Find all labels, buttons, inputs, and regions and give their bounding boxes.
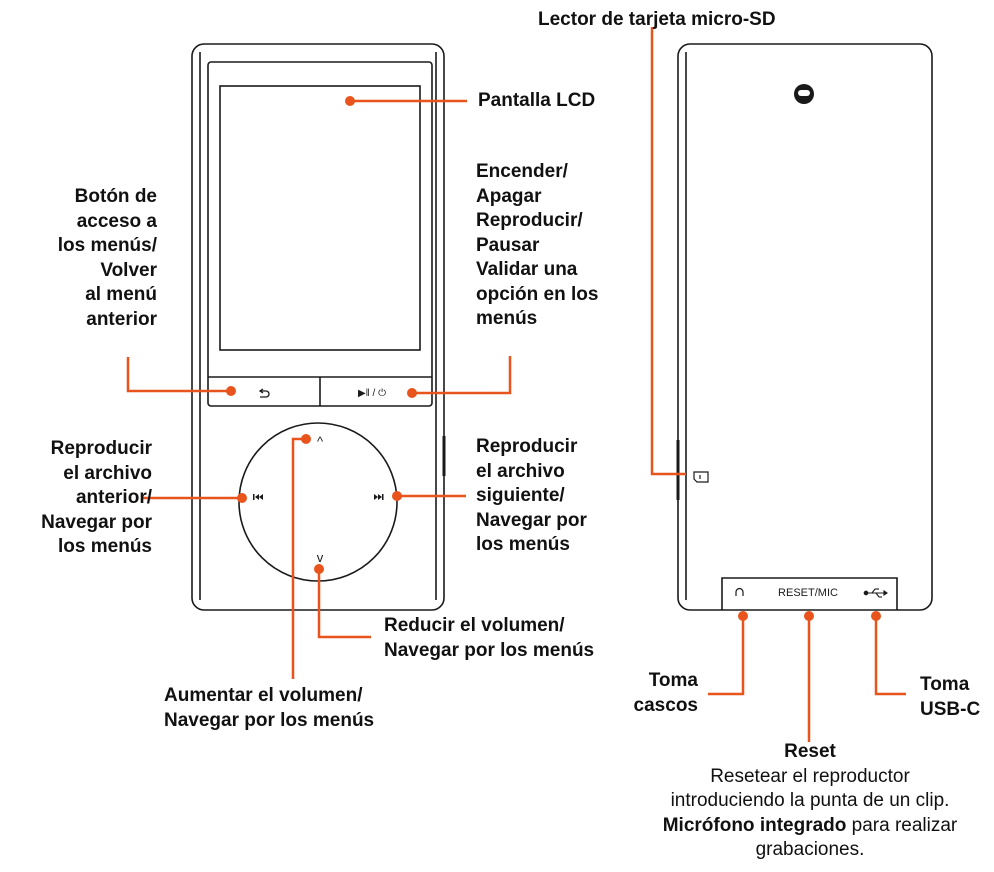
label-line: Toma — [648, 670, 698, 691]
label-line: Volver — [100, 259, 157, 281]
reset-mic-bold: Micrófono integrado — [662, 814, 847, 836]
back-body — [677, 43, 933, 611]
label-line: Botón de — [74, 186, 157, 207]
reset-description: Resetear el reproductor — [710, 765, 910, 787]
label-line: Toma — [920, 674, 970, 695]
label-line: los menús — [476, 534, 570, 555]
callout-dot — [804, 611, 814, 621]
label-line: menús — [476, 308, 538, 329]
label-line: Validar una — [476, 259, 578, 280]
callout-dot — [226, 386, 236, 396]
label-usb: Toma USB-C — [920, 673, 980, 722]
label-line: opción en los — [476, 283, 599, 305]
label-line: USB-C — [920, 698, 981, 720]
callout-dot — [871, 611, 881, 621]
label-line: Apagar — [476, 185, 542, 207]
label-headphones: Toma cascos — [634, 669, 698, 718]
label-line: Navegar por los menús — [164, 709, 375, 731]
callout-vol-down — [317, 569, 371, 639]
front-top-panel — [207, 61, 433, 407]
label-line: Pausar — [476, 234, 540, 256]
usb-icon — [863, 588, 888, 598]
back-device — [676, 43, 933, 611]
label-line: Reproducir — [476, 436, 578, 457]
callout-dots — [226, 96, 881, 621]
label-line: los menús — [58, 536, 152, 557]
reset-description: grabaciones. — [755, 839, 865, 860]
reset-mic-text: RESET/MIC — [778, 587, 838, 599]
label-reset: Reset Resetear el reproductor introducie… — [610, 740, 994, 863]
callout-power — [412, 356, 512, 395]
label-line: anterior — [86, 308, 157, 330]
reset-mic-line: Micrófono integrado para realizar — [610, 814, 994, 839]
next-track-icon — [374, 494, 384, 500]
port-panel — [721, 577, 898, 610]
microsd-card-icon — [693, 471, 709, 483]
lcd-screen — [219, 85, 421, 351]
label-line: los menús/ — [57, 235, 157, 256]
callout-dot — [738, 611, 748, 621]
label-line: Navegar por — [476, 509, 587, 531]
label-sd-reader: Lector de tarjeta micro-SD — [538, 8, 776, 33]
previous-track-icon — [253, 494, 263, 500]
label-line: acceso a — [76, 210, 157, 232]
label-line: el archivo — [476, 460, 565, 482]
label-line: al menú — [85, 284, 157, 305]
label-line: Reducir el volumen/ — [384, 615, 565, 636]
callout-usb — [874, 616, 906, 696]
label-lcd: Pantalla LCD — [478, 89, 595, 114]
label-menu-button: Botón de acceso a los menús/ Volver al m… — [58, 185, 157, 332]
label-line: Aumentar el volumen/ — [164, 685, 363, 706]
logo-b-icon — [794, 84, 814, 104]
callout-vol-up — [291, 437, 306, 679]
callout-dot — [392, 491, 402, 501]
callout-dot — [407, 388, 417, 398]
reset-mic-rest: para realizar — [846, 814, 958, 836]
callout-dot — [301, 434, 311, 444]
volume-up-mark: ^ — [317, 434, 324, 449]
label-line: cascos — [633, 694, 698, 716]
label-line: Lector de tarjeta micro-SD — [538, 9, 776, 30]
label-line: anterior/ — [75, 487, 152, 508]
callout-headphones — [708, 616, 745, 696]
label-line: el archivo — [63, 462, 152, 484]
headphone-icon — [735, 587, 744, 596]
label-prev: Reproducir el archivo anterior/ Navegar … — [41, 437, 152, 560]
label-vol-up: Aumentar el volumen/ Navegar por los men… — [164, 684, 374, 733]
label-line: Navegar por — [41, 511, 152, 533]
label-power: Encender/ Apagar Reproducir/ Pausar Vali… — [476, 160, 598, 332]
volume-down-mark: v — [317, 550, 324, 565]
callout-menu — [126, 357, 231, 393]
reset-title: Reset — [784, 741, 836, 762]
label-next: Reproducir el archivo siguiente/ Navegar… — [476, 435, 587, 558]
label-line: Reproducir — [50, 438, 152, 459]
label-vol-down: Reducir el volumen/ Navegar por los menú… — [384, 614, 594, 663]
back-arrow-icon — [258, 388, 270, 398]
callout-dot — [345, 96, 355, 106]
label-line: Reproducir/ — [476, 210, 583, 231]
callout-dot — [237, 493, 247, 503]
label-line: Navegar por los menús — [384, 639, 595, 661]
callout-dot — [314, 564, 324, 574]
front-device — [191, 43, 446, 611]
reset-description: introduciendo la punta de un clip. — [670, 790, 950, 811]
label-line: siguiente/ — [476, 485, 565, 506]
callout-sd — [650, 27, 686, 476]
play-power-icon: ▶‖ / ⏻ — [358, 388, 386, 399]
label-line: Encender/ — [476, 161, 568, 182]
front-body — [191, 43, 445, 611]
callout-lines — [126, 27, 906, 742]
label-line: Pantalla LCD — [478, 90, 596, 111]
